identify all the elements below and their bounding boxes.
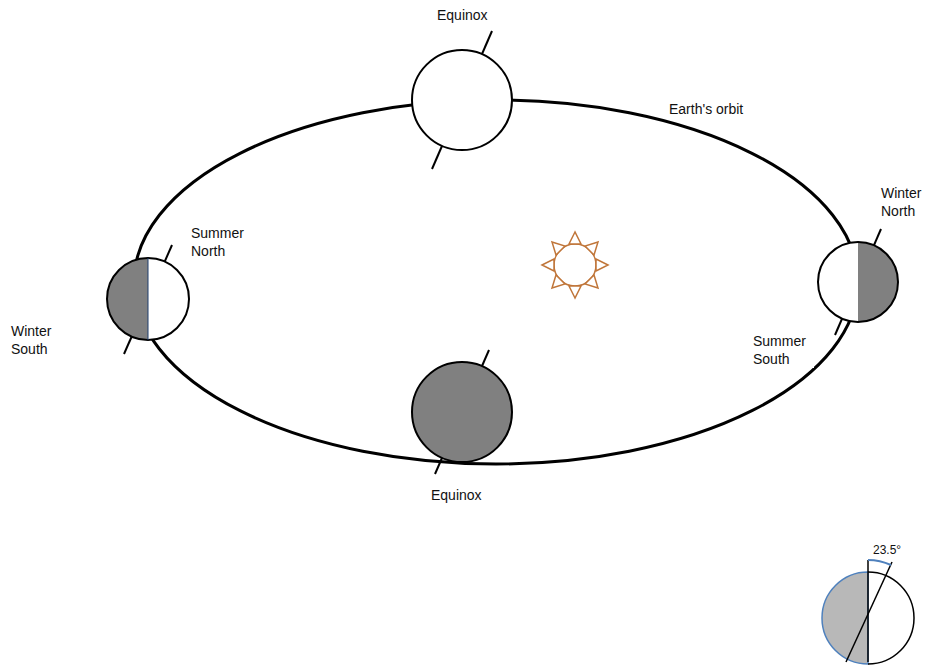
earth-orbit <box>134 100 858 464</box>
text-label: Equinox <box>436 6 489 24</box>
earth-equinox-top <box>412 31 512 169</box>
earth-winter-north <box>818 229 898 335</box>
text-label: Winter North <box>880 184 930 220</box>
text-label: 23.5° <box>872 541 902 559</box>
text-label: Winter South <box>10 322 64 358</box>
tilt-inset <box>822 560 914 664</box>
text-label: Earth's orbit <box>668 100 744 118</box>
text-label: Summer North <box>190 224 258 260</box>
earth-summer-north <box>107 245 189 354</box>
earth-equinox-bottom <box>412 350 512 474</box>
text-label: Summer South <box>752 332 814 368</box>
text-label: Equinox <box>430 486 483 504</box>
sun-symbol <box>542 232 608 298</box>
